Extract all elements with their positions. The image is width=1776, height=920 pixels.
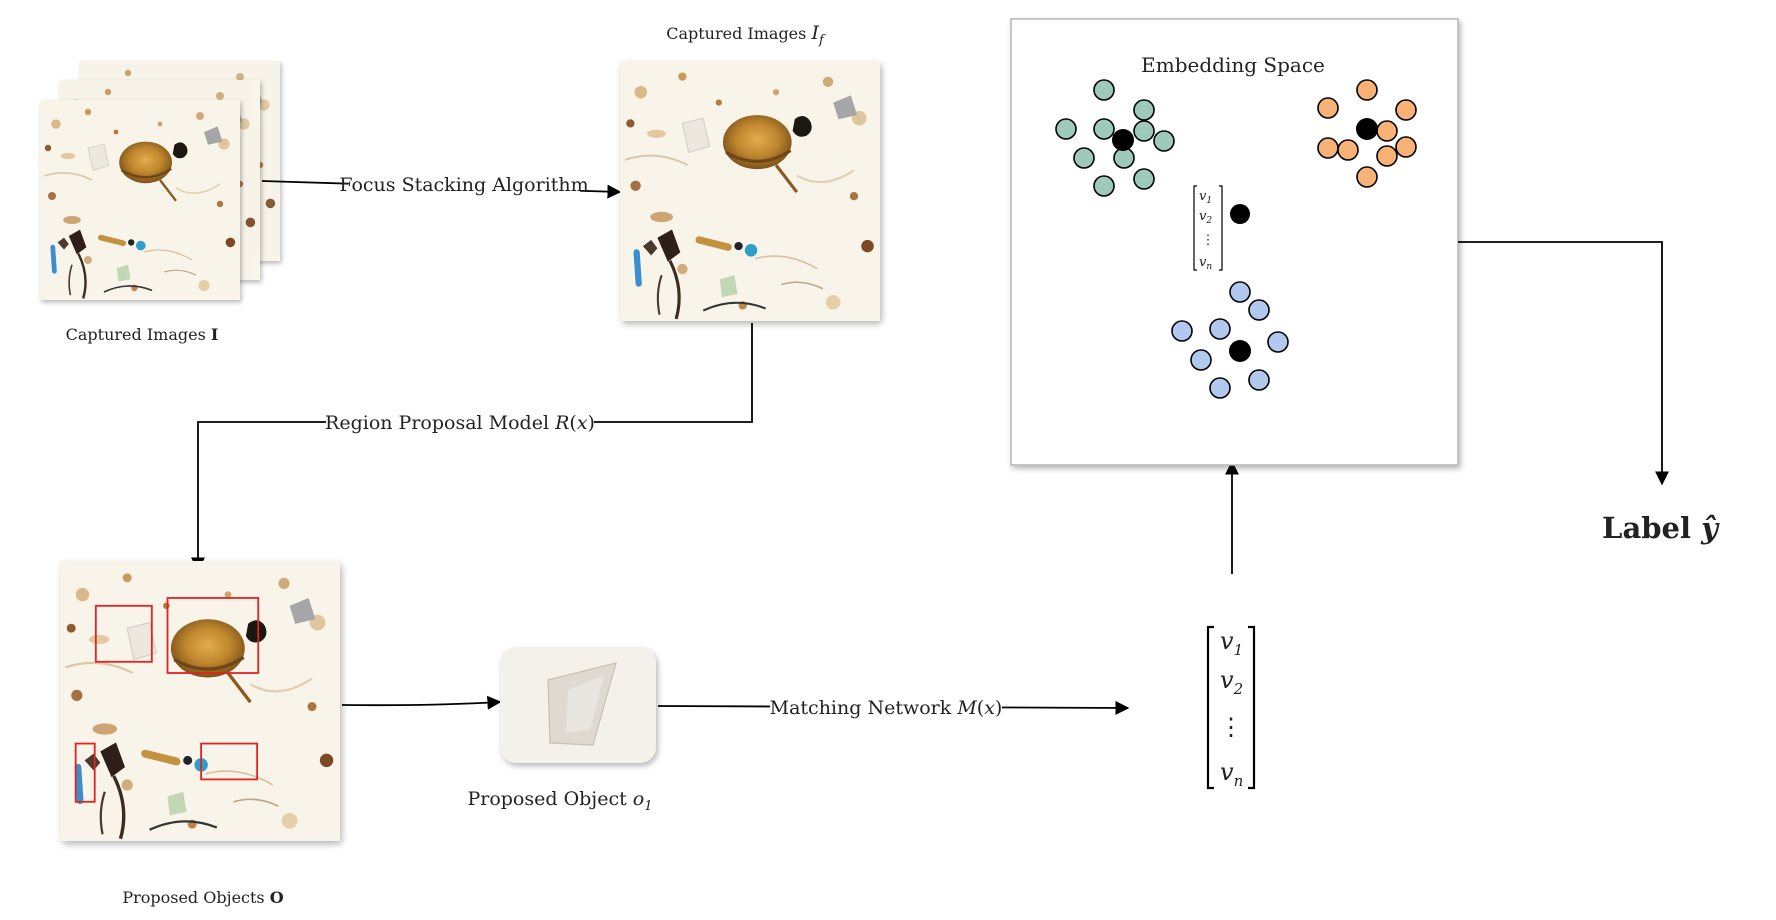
query-entry-n: vn — [1199, 255, 1212, 272]
proposed-object-caption: Proposed Object o1 — [467, 788, 652, 814]
proposed-objects-image — [60, 561, 340, 841]
query-vector: v1 v2 ⋮ vn — [1193, 185, 1223, 272]
query-entry-2: v2 — [1199, 209, 1212, 226]
cluster-orange-point — [1337, 139, 1359, 161]
cluster-blue-point — [1190, 349, 1212, 371]
cluster-orange-point — [1317, 137, 1339, 159]
cluster-teal-point — [1055, 118, 1077, 140]
proposed-object-image — [500, 647, 656, 763]
query-entry-1: v1 — [1199, 189, 1212, 206]
embedding-space-title: Embedding Space — [1141, 53, 1325, 77]
proposal-box-3 — [200, 742, 259, 781]
cluster-blue-point — [1267, 331, 1289, 353]
crop-arrow — [341, 695, 502, 710]
cluster-teal-point — [1093, 79, 1115, 101]
focus-stacked-caption: Captured Images If — [666, 22, 826, 48]
focus-stacking-label: Focus Stacking Algorithm — [339, 174, 588, 196]
cluster-teal-point — [1073, 147, 1095, 169]
embedding-vector: v1 v2 ⋮ vn — [1206, 625, 1256, 790]
cluster-orange-point — [1376, 145, 1398, 167]
vector-ellipsis: ⋮ — [1219, 713, 1243, 741]
cluster-blue-point — [1171, 320, 1193, 342]
stack-image-front — [40, 100, 240, 300]
cluster-orange-point — [1376, 120, 1398, 142]
matching-network-label: Matching Network M(x) — [770, 697, 1003, 719]
vector-left-bracket — [1206, 625, 1214, 790]
region-proposal-label: Region Proposal Model R(x) — [325, 412, 595, 434]
cluster-teal-point — [1153, 130, 1175, 152]
cluster-blue-point — [1209, 377, 1231, 399]
cluster-orange-point — [1356, 79, 1378, 101]
cluster-blue-centroid — [1229, 340, 1251, 362]
cluster-teal-point — [1133, 99, 1155, 121]
output-label: Label ŷ — [1602, 511, 1720, 545]
embedding-to-label-arrow — [1458, 241, 1669, 486]
cluster-teal-point — [1113, 147, 1135, 169]
cluster-blue — [1171, 281, 1289, 399]
cluster-orange-point — [1395, 99, 1417, 121]
cluster-blue-point — [1248, 299, 1270, 321]
cluster-blue-point — [1248, 369, 1270, 391]
focus-stacking-label-bg — [348, 172, 580, 196]
vector-entry-1: v1 — [1220, 627, 1243, 659]
cluster-blue-point — [1229, 281, 1251, 303]
captured-images-stack — [40, 61, 280, 300]
cluster-teal-point — [1093, 118, 1115, 140]
cluster-teal-centroid — [1112, 129, 1134, 151]
query-ellipsis: ⋮ — [1202, 233, 1215, 248]
cluster-orange-centroid — [1356, 118, 1378, 140]
proposal-box-4 — [74, 742, 96, 803]
cluster-orange-point — [1356, 166, 1378, 188]
cluster-blue-point — [1209, 318, 1231, 340]
cluster-teal-point — [1133, 168, 1155, 190]
cluster-teal — [1055, 79, 1175, 197]
cluster-teal-point — [1093, 175, 1115, 197]
vector-entry-2: v2 — [1220, 666, 1243, 698]
captured-images-caption: Captured Images I — [66, 325, 219, 344]
vector-entry-n: vn — [1220, 758, 1243, 790]
focus-stacked-image — [620, 61, 880, 321]
cluster-orange-point — [1395, 136, 1417, 158]
embedding-space-panel — [1010, 18, 1459, 466]
cluster-orange-point — [1317, 97, 1339, 119]
vector-right-bracket — [1248, 625, 1256, 790]
cluster-orange — [1317, 79, 1417, 188]
proposed-objects-caption: Proposed Objects O — [122, 888, 283, 907]
region-proposal-arrow — [191, 323, 753, 572]
query-point — [1230, 204, 1250, 224]
region-proposal-label-bg — [326, 409, 594, 435]
matching-network-label-bg — [770, 694, 1002, 720]
proposal-box-1 — [94, 604, 153, 663]
cluster-teal-point — [1133, 120, 1155, 142]
proposal-box-2 — [166, 597, 260, 674]
